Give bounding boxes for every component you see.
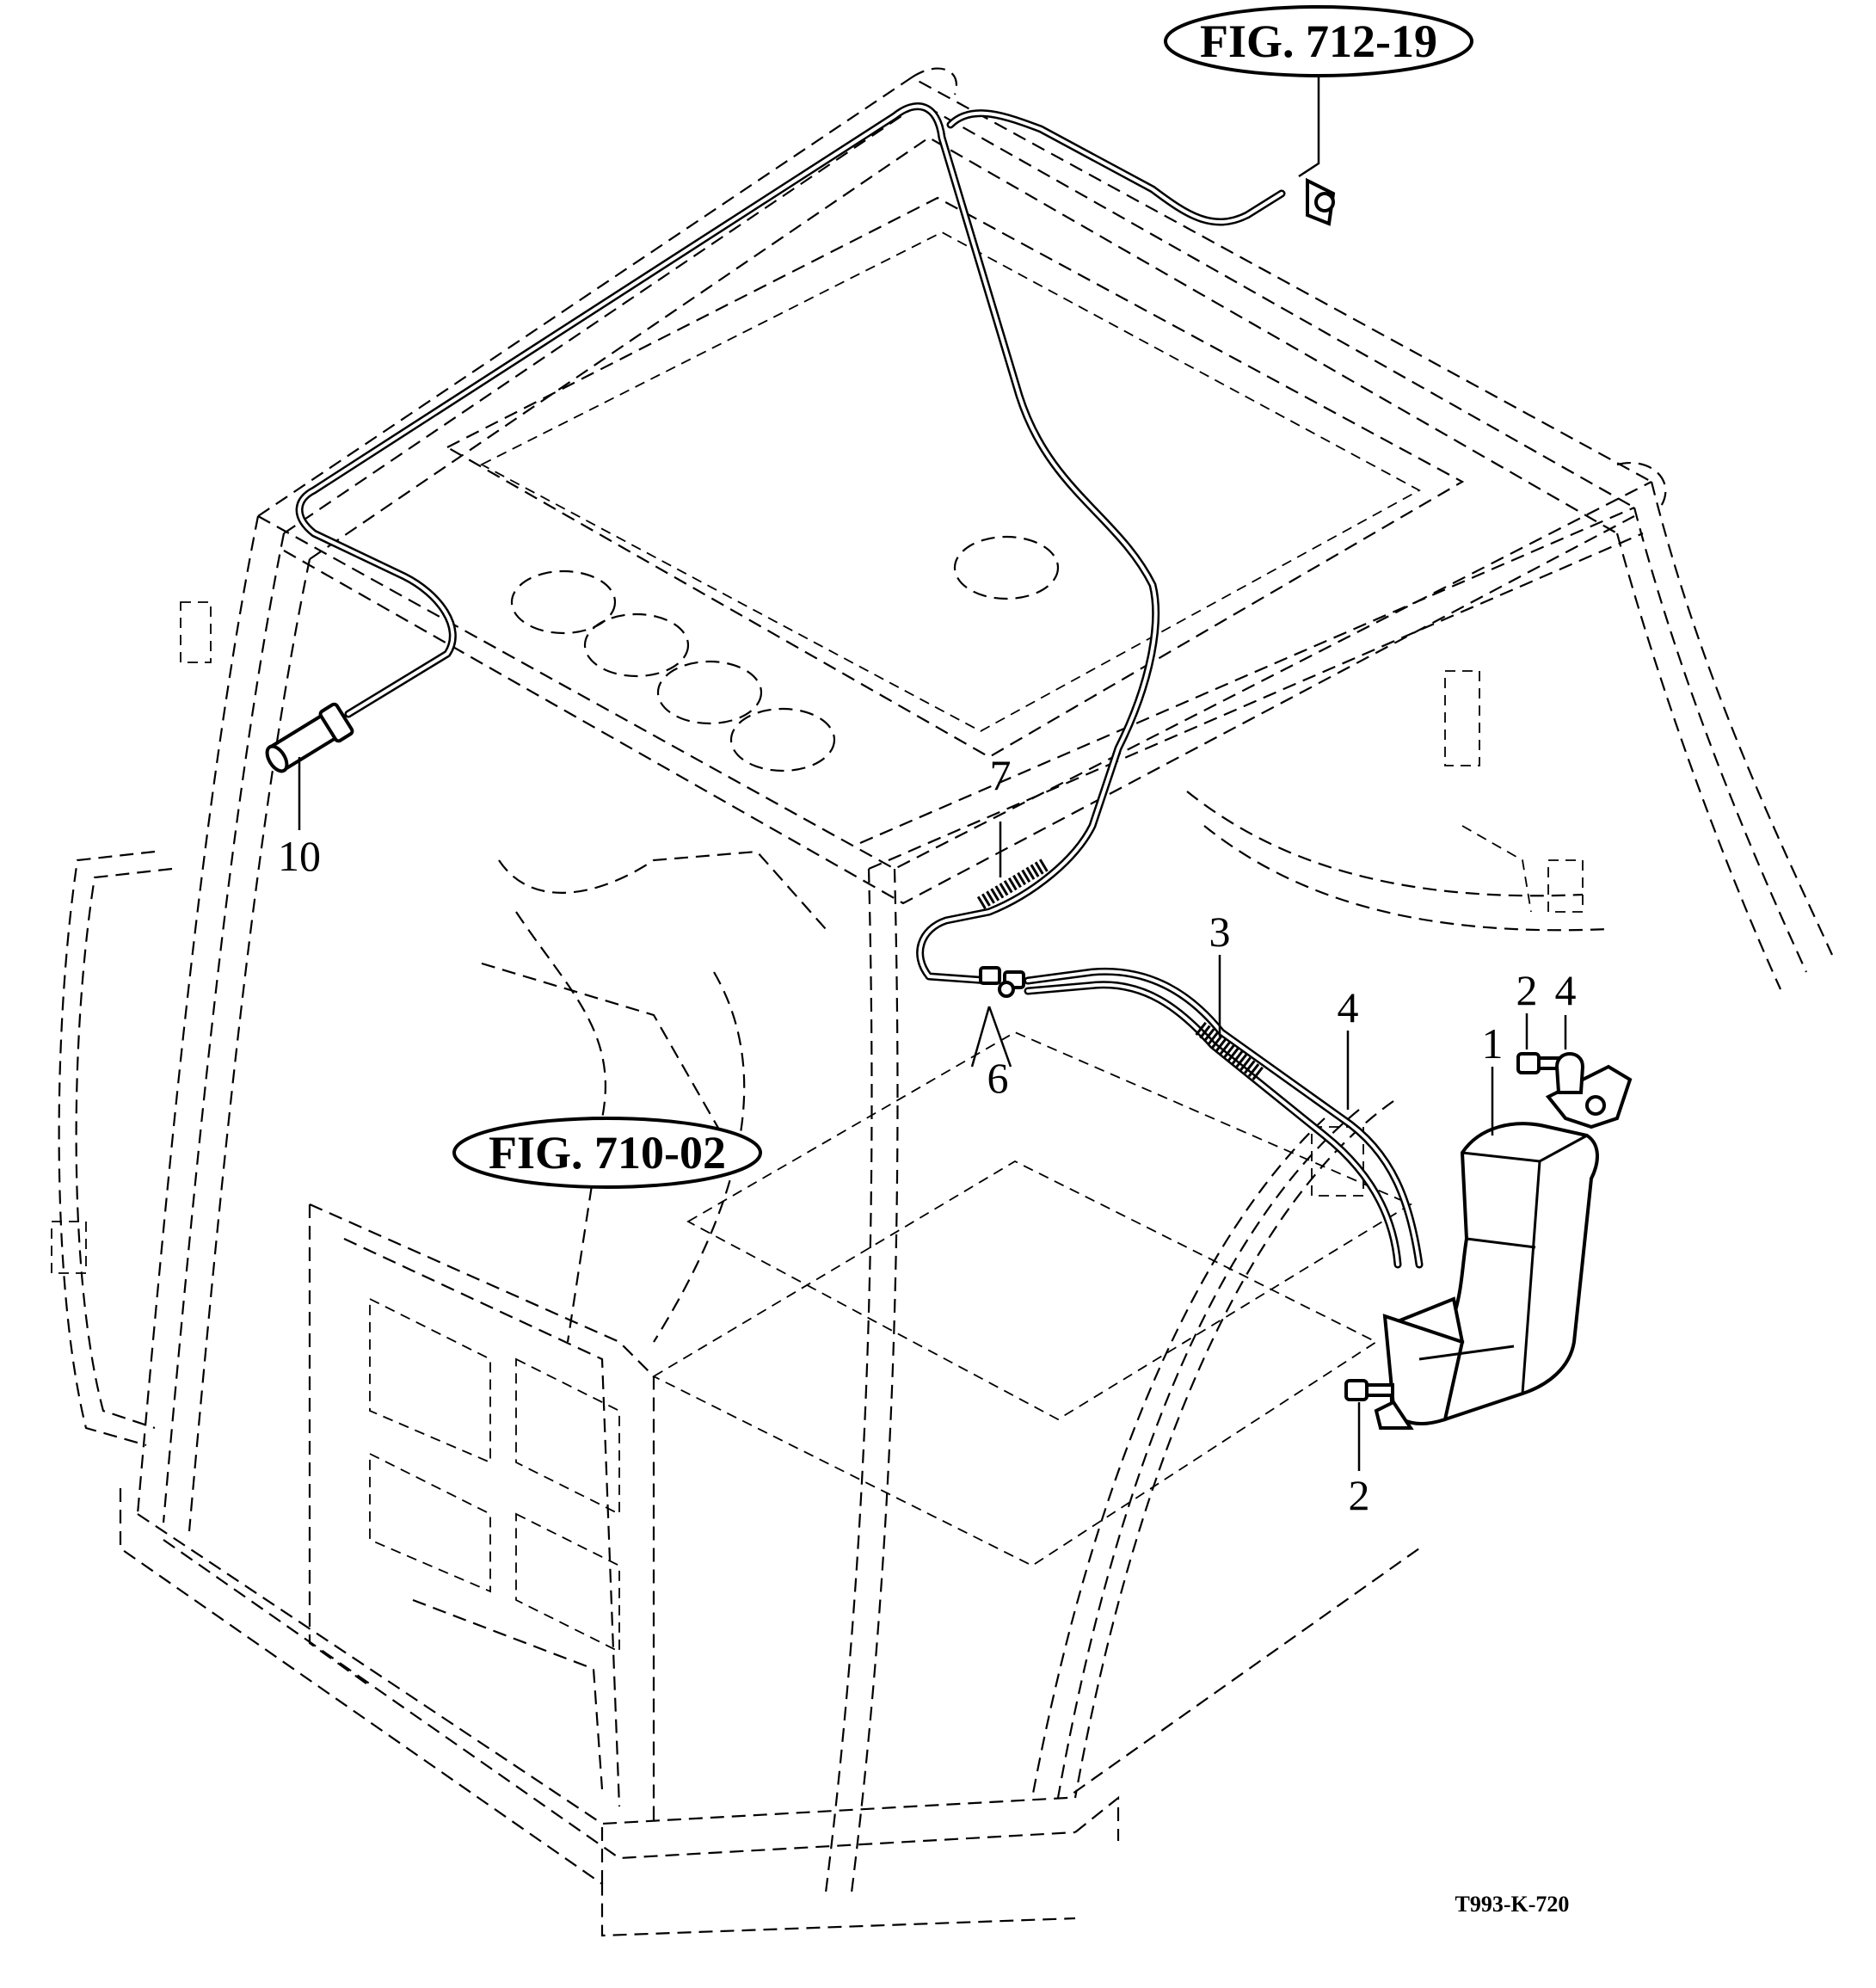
callout-4-clamp: 4 bbox=[1555, 966, 1577, 1014]
callout-1: 1 bbox=[1482, 1019, 1504, 1068]
part-7-hose-sleeve bbox=[976, 859, 1049, 909]
fig-ref-712-19[interactable]: FIG. 712-19 bbox=[1164, 5, 1473, 77]
part-1-washer-reservoir bbox=[1374, 1064, 1633, 1430]
callout-6: 6 bbox=[987, 1054, 1009, 1102]
bolt-lower bbox=[1344, 1379, 1394, 1401]
cab-frame bbox=[51, 67, 1834, 1937]
part-6-connectors bbox=[979, 966, 1025, 998]
callout-2-upper: 2 bbox=[1516, 966, 1538, 1014]
fig-ref-712-19-label: FIG. 712-19 bbox=[1200, 15, 1437, 67]
leader-lines bbox=[298, 65, 1567, 1471]
callout-3: 3 bbox=[1209, 908, 1231, 956]
rear-cross-brace bbox=[859, 506, 1644, 871]
callout-7: 7 bbox=[990, 751, 1012, 799]
fig-ref-710-02-label: FIG. 710-02 bbox=[489, 1127, 726, 1179]
part-3-hose-sleeve bbox=[1195, 1021, 1265, 1082]
part-4-clamp bbox=[1554, 1052, 1585, 1094]
fig-ref-710-02[interactable]: FIG. 710-02 bbox=[452, 1117, 762, 1189]
rear-nozzle-stub bbox=[1306, 177, 1336, 226]
washer-hose-routing bbox=[295, 102, 1424, 1269]
callout-10: 10 bbox=[278, 832, 321, 880]
callout-4-hose: 4 bbox=[1338, 983, 1359, 1031]
callout-2-lower: 2 bbox=[1349, 1471, 1370, 1519]
part-10-washer-nozzle bbox=[265, 702, 354, 773]
drawing-number: T993-K-720 bbox=[1455, 1892, 1570, 1917]
